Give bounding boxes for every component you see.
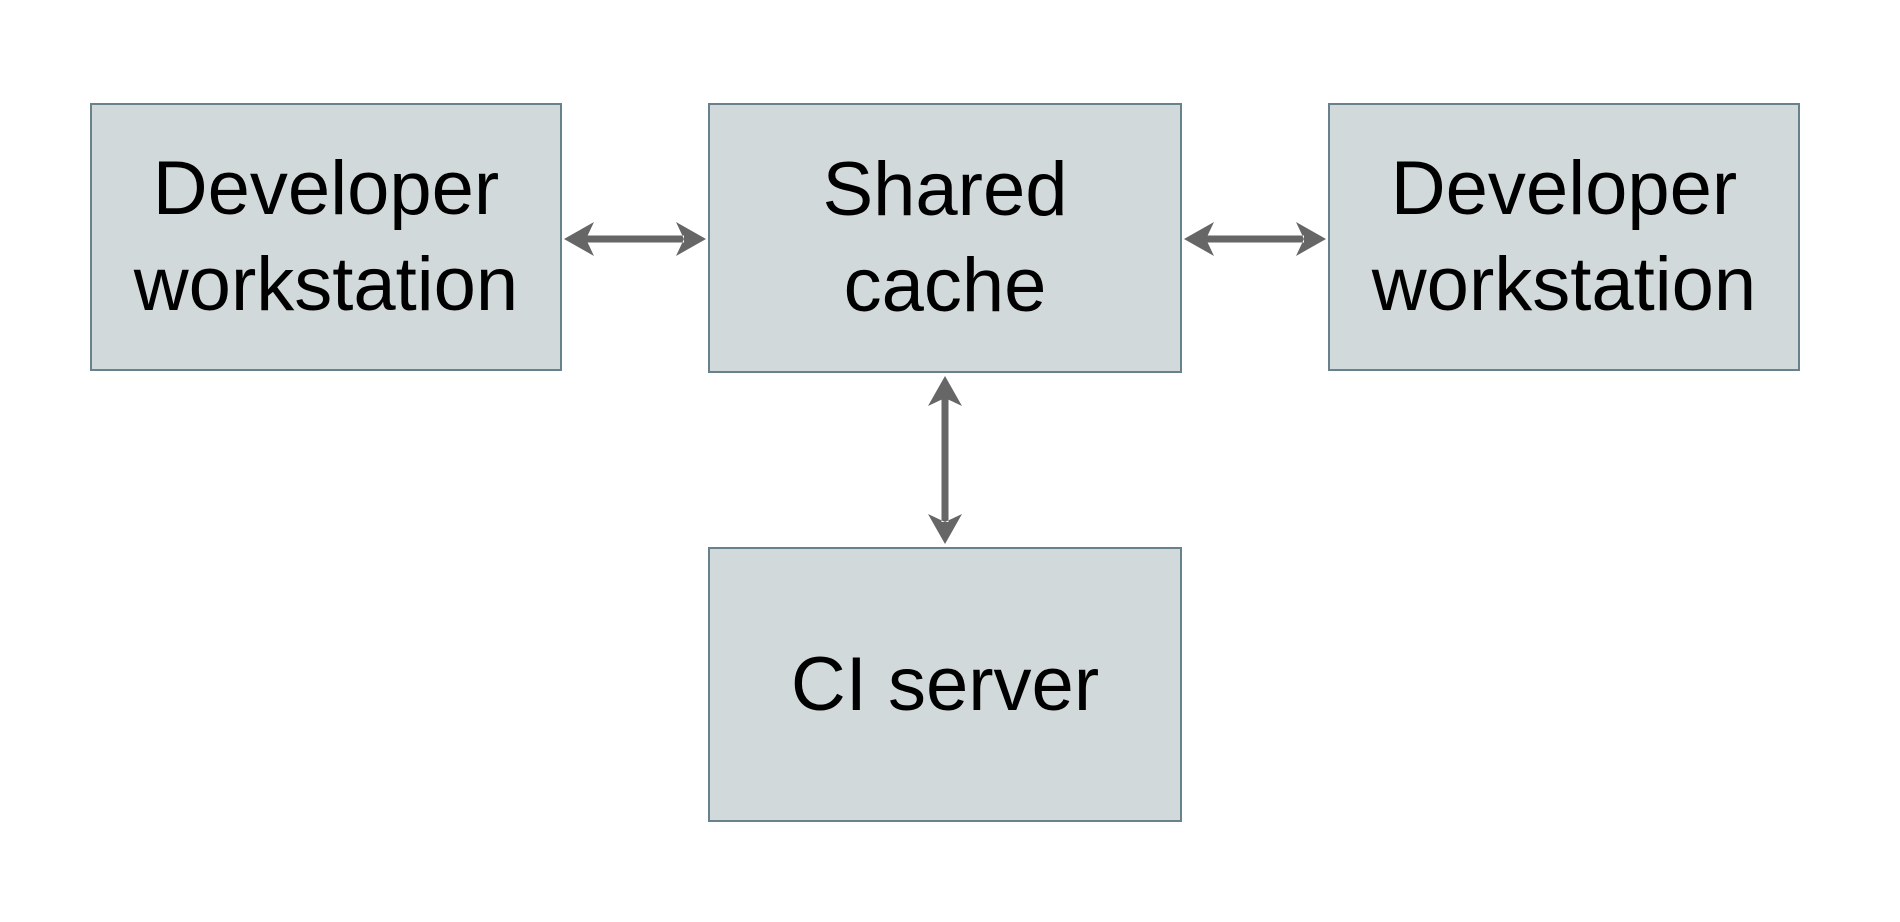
- node-developer-workstation-left: Developer workstation: [90, 103, 562, 371]
- node-shared-cache: Shared cache: [708, 103, 1182, 373]
- node-label-developer-workstation-right: Developer workstation: [1371, 146, 1757, 327]
- bidirectional-arrow-left-workstation-cache: [564, 222, 706, 256]
- node-developer-workstation-right: Developer workstation: [1328, 103, 1800, 371]
- node-ci-server: CI server: [708, 547, 1182, 822]
- node-label-ci-server: CI server: [790, 641, 1100, 727]
- node-label-shared-cache: Shared cache: [822, 147, 1068, 328]
- node-label-developer-workstation-left: Developer workstation: [133, 146, 519, 327]
- bidirectional-arrow-cache-ci-server: [928, 376, 962, 544]
- bidirectional-arrow-cache-right-workstation: [1184, 222, 1326, 256]
